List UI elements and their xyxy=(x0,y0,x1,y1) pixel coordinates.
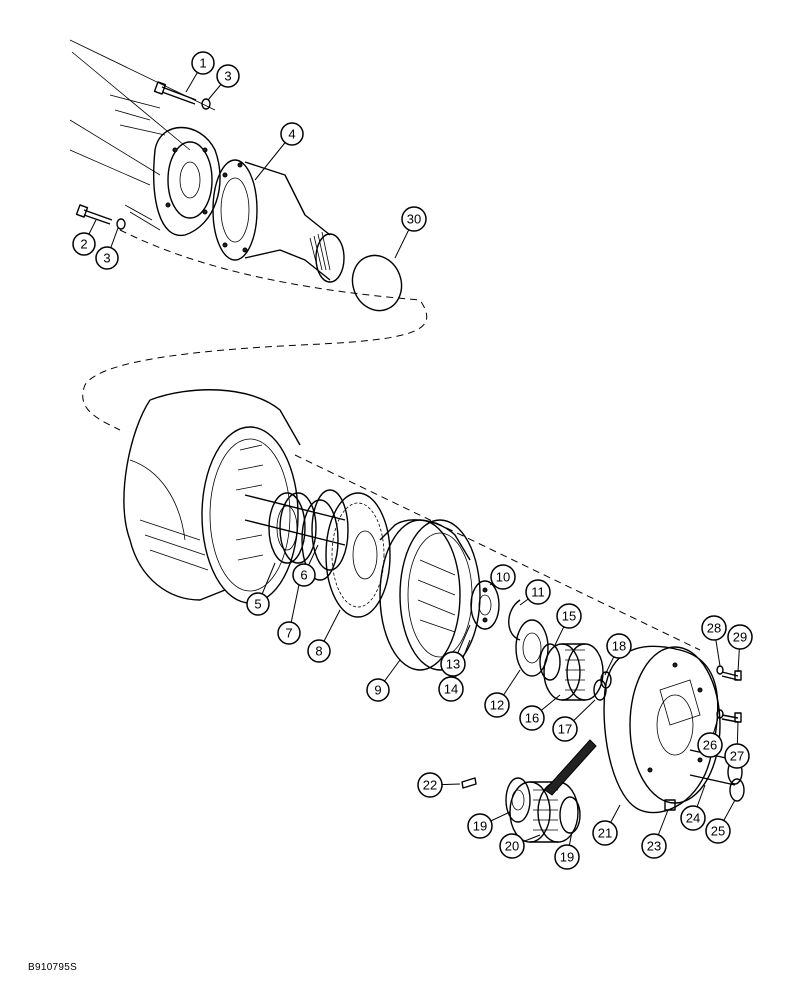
svg-text:8: 8 xyxy=(315,644,322,659)
callout-27: 27 xyxy=(724,743,750,769)
snap-ring-30 xyxy=(351,254,403,312)
washer-28 xyxy=(716,665,724,675)
svg-text:29: 29 xyxy=(733,630,747,645)
callout-22: 22 xyxy=(417,772,443,798)
ring-gear-9 xyxy=(379,519,481,671)
assembly-arrow xyxy=(544,739,597,796)
spindle-4 xyxy=(212,159,345,283)
callout-13: 13 xyxy=(440,651,466,677)
svg-text:14: 14 xyxy=(444,682,458,697)
svg-text:24: 24 xyxy=(686,811,700,826)
callout-2: 2 xyxy=(72,232,96,256)
washer-19-right xyxy=(559,796,581,834)
svg-text:25: 25 xyxy=(711,824,725,839)
washer-3-lower xyxy=(116,218,126,230)
pin-22 xyxy=(461,777,477,789)
svg-text:26: 26 xyxy=(703,738,717,753)
svg-text:12: 12 xyxy=(490,698,504,713)
alignment-line xyxy=(294,454,701,651)
callout-1: 1 xyxy=(191,51,215,75)
callout-8: 8 xyxy=(307,639,331,663)
svg-text:3: 3 xyxy=(103,251,110,266)
callout-10: 10 xyxy=(490,564,516,590)
svg-text:15: 15 xyxy=(562,609,576,624)
callout-30: 30 xyxy=(401,206,427,232)
svg-text:16: 16 xyxy=(525,711,539,726)
plug-23 xyxy=(664,799,676,811)
svg-text:5: 5 xyxy=(254,597,261,612)
planet-carrier-21 xyxy=(603,645,721,814)
callout-17: 17 xyxy=(552,716,578,742)
callout-26: 26 xyxy=(697,732,723,758)
svg-text:19: 19 xyxy=(560,850,574,865)
svg-text:6: 6 xyxy=(300,568,307,583)
callout-21: 21 xyxy=(592,820,618,846)
gear-8 xyxy=(325,492,391,618)
callout-4: 4 xyxy=(280,122,304,146)
svg-text:2: 2 xyxy=(80,237,87,252)
bolt-2 xyxy=(75,204,113,225)
bearing-5 xyxy=(268,492,317,564)
callout-24: 24 xyxy=(680,805,706,831)
svg-text:28: 28 xyxy=(707,621,721,636)
svg-text:21: 21 xyxy=(598,826,612,841)
planet-gear-16 xyxy=(543,643,604,701)
ring-7 xyxy=(301,499,339,581)
svg-text:30: 30 xyxy=(407,212,421,227)
callout-29: 29 xyxy=(727,624,753,650)
thrust-washer-12 xyxy=(515,619,549,677)
callout-19-right: 19 xyxy=(554,844,580,870)
callout-18: 18 xyxy=(606,633,632,659)
callout-9: 9 xyxy=(366,678,390,702)
washer-3-upper xyxy=(201,98,211,110)
washer-15 xyxy=(539,643,561,681)
svg-text:17: 17 xyxy=(558,722,572,737)
o-ring-25 xyxy=(729,778,745,802)
hub-10 xyxy=(470,580,500,630)
callout-12: 12 xyxy=(484,692,510,718)
bolt-29 xyxy=(721,670,742,681)
svg-text:10: 10 xyxy=(496,570,510,585)
svg-text:3: 3 xyxy=(224,69,231,84)
washer-17 xyxy=(593,679,607,701)
axle-shaft xyxy=(244,494,346,546)
svg-text:23: 23 xyxy=(647,839,661,854)
callout-3-lower: 3 xyxy=(95,246,119,270)
callout-6: 6 xyxy=(292,563,316,587)
callout-28: 28 xyxy=(701,615,727,641)
callout-leaders xyxy=(83,62,741,858)
callout-23: 23 xyxy=(641,833,667,859)
wheel-hub-housing xyxy=(123,389,301,604)
callout-16: 16 xyxy=(519,705,545,731)
svg-text:20: 20 xyxy=(505,839,519,854)
washer-26 xyxy=(716,709,724,719)
callout-19-left: 19 xyxy=(467,813,493,839)
svg-text:9: 9 xyxy=(374,683,381,698)
callout-11: 11 xyxy=(525,579,551,605)
bolt-27 xyxy=(721,712,742,723)
callout-20: 20 xyxy=(499,833,525,859)
svg-text:11: 11 xyxy=(531,585,545,600)
svg-text:4: 4 xyxy=(288,127,295,142)
callout-7: 7 xyxy=(277,621,301,645)
axle-housing-upper xyxy=(69,39,221,236)
callout-5: 5 xyxy=(246,592,270,616)
callouts: 1 3 4 2 3 30 5 6 7 8 9 10 11 12 13 14 15… xyxy=(72,51,753,870)
svg-text:18: 18 xyxy=(612,639,626,654)
callout-14: 14 xyxy=(438,676,464,702)
svg-text:7: 7 xyxy=(285,626,292,641)
svg-text:1: 1 xyxy=(199,56,206,71)
callout-15: 15 xyxy=(556,603,582,629)
bolt-1 xyxy=(153,81,197,105)
figure-id-code: B910795S xyxy=(28,962,78,973)
svg-text:27: 27 xyxy=(730,749,744,764)
callout-25: 25 xyxy=(705,818,731,844)
svg-text:13: 13 xyxy=(446,657,460,672)
svg-text:19: 19 xyxy=(473,819,487,834)
assembly-connection-line xyxy=(82,229,428,431)
seal-6 xyxy=(311,489,349,571)
callout-3-upper: 3 xyxy=(216,64,240,88)
svg-text:22: 22 xyxy=(423,778,437,793)
